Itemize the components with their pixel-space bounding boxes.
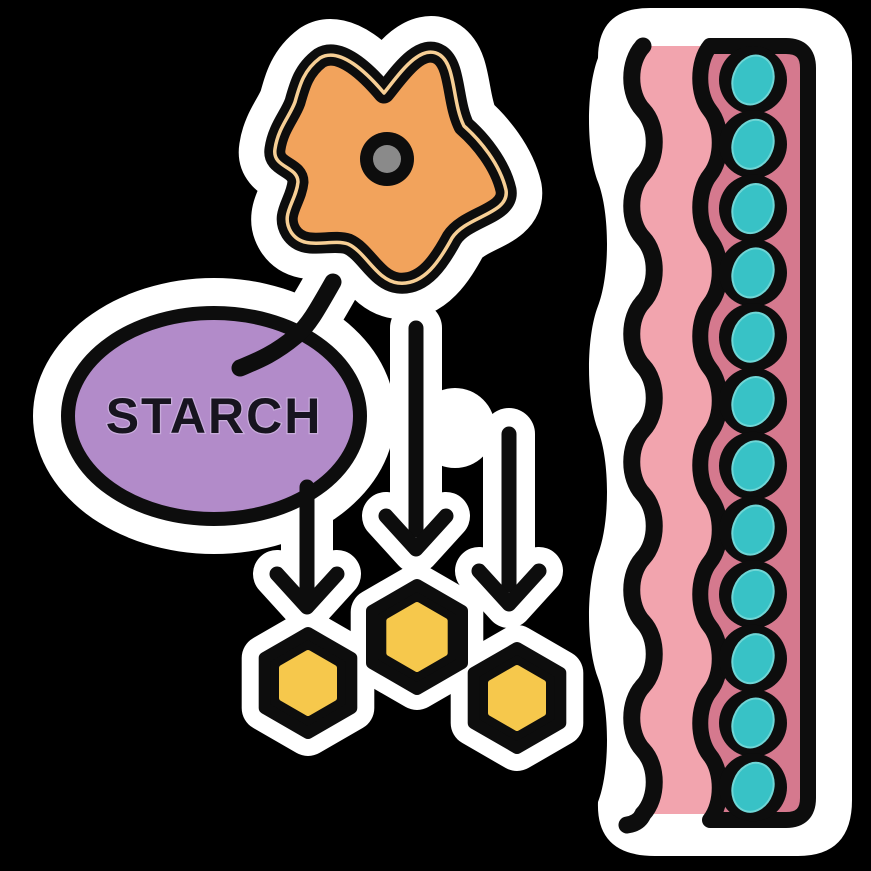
arrow-head (378, 508, 454, 557)
arrow-head (471, 563, 547, 612)
glucose-hexagon-2 (366, 579, 468, 695)
membrane-cell (719, 303, 787, 372)
membrane-cell (719, 496, 787, 565)
enzyme-tail (231, 273, 342, 377)
cell-body (731, 440, 775, 492)
cell-body (731, 311, 775, 363)
membrane-cells (719, 46, 787, 822)
membrane-cell (719, 560, 787, 629)
arrow-head (269, 566, 345, 615)
membrane-cell (719, 367, 787, 436)
cell-body (731, 633, 775, 685)
membrane-cell (719, 46, 787, 114)
amylase-enzyme (264, 41, 517, 294)
cell-body (731, 247, 775, 299)
membrane-cell (719, 753, 787, 822)
cell-body (731, 568, 775, 620)
glucose-molecules (258, 579, 567, 754)
down-arrow-3 (471, 426, 547, 612)
starch-label: STARCH (106, 388, 323, 444)
down-arrow-1 (269, 479, 345, 615)
starch-ellipse: STARCH (61, 306, 367, 526)
cell-body (731, 761, 775, 813)
cell-body (731, 504, 775, 556)
cell-body (731, 118, 775, 170)
digestion-diagram: STARCH (61, 41, 567, 754)
glucose-hexagon-3 (467, 642, 567, 754)
hydrolysis-arrows (269, 320, 547, 615)
intestinal-wall (618, 37, 816, 834)
hexagon-fill (488, 665, 546, 731)
cell-body (731, 183, 775, 235)
glucose-hexagon-1 (258, 627, 358, 739)
hexagon-fill (279, 650, 337, 716)
cell-body (731, 376, 775, 427)
nucleus-icon (373, 145, 401, 173)
membrane-cell (719, 431, 787, 500)
wavy-line-outer (618, 37, 663, 834)
hexagon-fill (386, 602, 448, 672)
membrane-cell (719, 689, 787, 757)
halo-bridge (415, 388, 495, 468)
cell-body (731, 697, 775, 749)
membrane-cell (719, 238, 787, 307)
membrane-cell (719, 624, 787, 693)
enzyme-inner-edge (273, 50, 508, 285)
cell-body (731, 54, 775, 106)
down-arrow-2 (378, 320, 454, 557)
membrane-cell (719, 110, 787, 179)
membrane-cell (719, 174, 787, 243)
